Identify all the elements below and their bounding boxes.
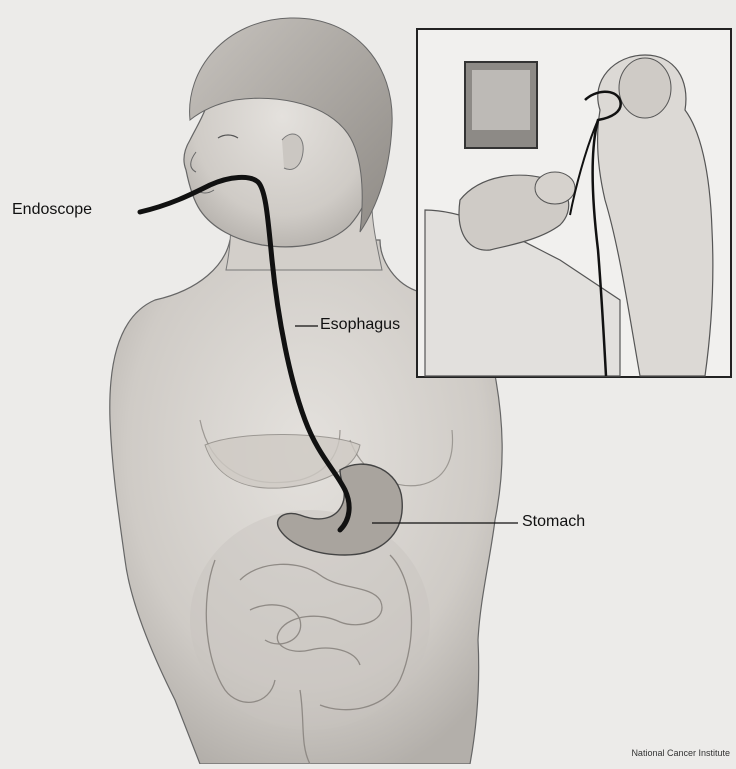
credit-text: National Cancer Institute: [631, 748, 730, 758]
label-stomach: Stomach: [522, 513, 585, 531]
label-endoscope: Endoscope: [12, 201, 92, 219]
inset-procedure-scene: [417, 29, 731, 377]
label-esophagus: Esophagus: [320, 316, 400, 334]
